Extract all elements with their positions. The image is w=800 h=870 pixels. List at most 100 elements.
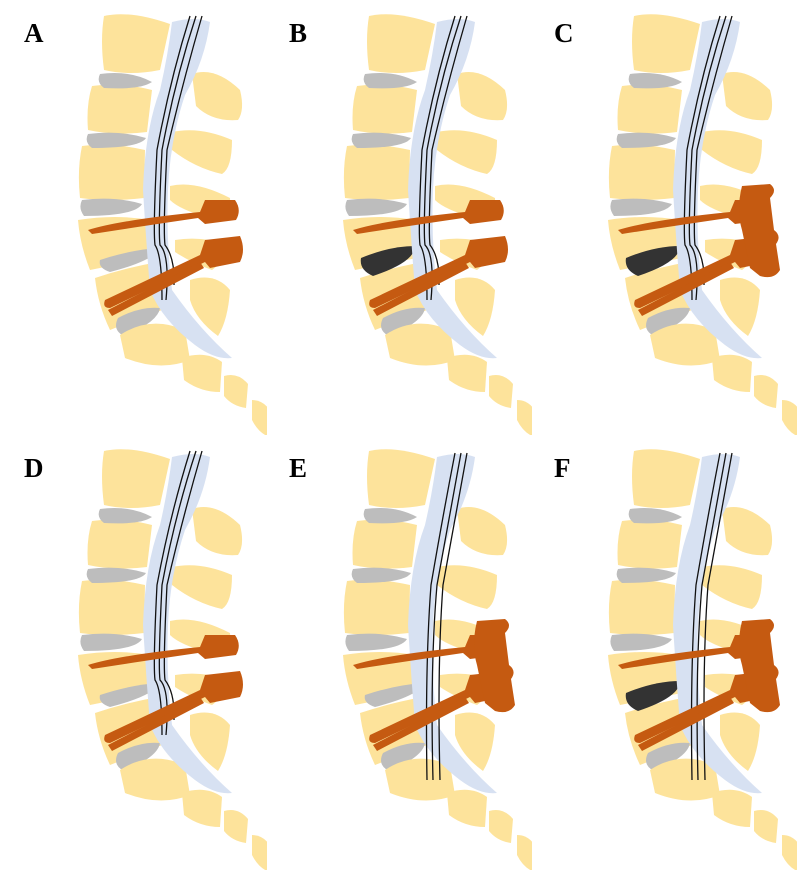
vertebral-body <box>78 144 145 200</box>
rod-connector <box>739 619 780 713</box>
panel-label: E <box>289 453 308 483</box>
sacral-segment <box>754 810 778 843</box>
intervertebral-disc <box>351 132 411 148</box>
vertebral-body <box>632 449 700 508</box>
sacral-segment <box>489 810 513 843</box>
intervertebral-disc <box>345 633 407 651</box>
sacral-segment <box>712 354 752 392</box>
vertebral-body <box>352 519 417 569</box>
posterior-element <box>457 72 508 121</box>
intervertebral-disc <box>86 567 146 583</box>
sacral-segment <box>782 400 797 435</box>
sacral-segment <box>224 810 248 843</box>
sacral-segment <box>489 375 513 408</box>
posterior-element <box>702 130 762 174</box>
pedicle-screw-upper <box>88 635 239 669</box>
intervertebral-disc <box>116 742 160 771</box>
intervertebral-disc <box>363 508 417 524</box>
posterior-element <box>437 130 497 174</box>
spine-illustration <box>343 449 532 870</box>
posterior-element <box>720 712 760 771</box>
intervertebral-disc <box>364 683 423 707</box>
intervertebral-disc <box>99 248 158 272</box>
pedicle-screw-upper <box>353 200 504 234</box>
spine-illustration <box>78 449 267 870</box>
vertebral-body <box>367 449 435 508</box>
nerve-root <box>428 15 468 286</box>
posterior-element <box>190 277 230 336</box>
panel-d: D <box>0 435 267 870</box>
spine-illustration <box>608 14 797 435</box>
vertebral-body <box>352 84 417 134</box>
intervertebral-disc <box>628 508 682 524</box>
posterior-element <box>455 712 495 771</box>
posterior-element <box>720 277 760 336</box>
vertebral-body <box>632 14 700 73</box>
spine-illustration <box>78 14 267 435</box>
posterior-element <box>192 72 243 121</box>
pedicle-screw-lower <box>369 671 508 743</box>
intervertebral-disc <box>610 198 672 216</box>
intervertebral-disc <box>628 73 682 89</box>
sacral-segment <box>782 835 797 870</box>
sacral-segment <box>182 354 222 392</box>
intervertebral-disc <box>86 132 146 148</box>
sacral-segment <box>447 354 487 392</box>
pedicle-screw-upper <box>618 200 769 234</box>
nerve-root <box>153 450 191 736</box>
vertebral-body <box>608 579 675 635</box>
posterior-element <box>190 712 230 771</box>
intervertebral-disc <box>610 633 672 651</box>
panel-c: C <box>530 0 797 435</box>
vertebral-body <box>617 84 682 134</box>
intervertebral-disc <box>381 307 425 336</box>
pedicle-screw-upper <box>88 200 239 234</box>
vertebral-body <box>78 579 145 635</box>
intervertebral-disc <box>381 742 425 771</box>
vertebral-body <box>608 144 675 200</box>
degenerated-disc <box>360 246 415 276</box>
intervertebral-disc <box>646 307 690 336</box>
pedicle-screw-lower <box>104 236 243 308</box>
sacral-segment <box>385 758 455 801</box>
intervertebral-disc <box>98 508 152 524</box>
panel-label: D <box>24 453 44 483</box>
sacral-segment <box>252 400 267 435</box>
posterior-element <box>172 565 232 609</box>
pedicle-screw-lower-tip <box>108 262 204 316</box>
posterior-element <box>455 277 495 336</box>
sacral-segment <box>650 758 720 801</box>
panel-e: E <box>265 435 532 870</box>
pedicle-screw-lower-tip <box>373 262 469 316</box>
panel-label: C <box>554 18 574 48</box>
rod-connector <box>739 184 780 278</box>
sacral-segment <box>754 375 778 408</box>
spine-illustration <box>343 14 532 435</box>
intervertebral-disc <box>80 198 142 216</box>
sacral-segment <box>712 789 752 827</box>
panel-label: F <box>554 453 571 483</box>
pedicle-screw-lower-tip <box>638 697 734 751</box>
intervertebral-disc <box>616 132 676 148</box>
posterior-element <box>437 565 497 609</box>
pedicle-screw-lower-tip <box>108 697 204 751</box>
nerve-root <box>163 450 203 721</box>
panel-label: A <box>24 18 44 48</box>
intervertebral-disc <box>363 73 417 89</box>
posterior-element <box>722 507 773 556</box>
posterior-element <box>457 507 508 556</box>
sacral-segment <box>224 375 248 408</box>
nerve-root <box>688 15 727 301</box>
panel-f: F <box>530 435 797 870</box>
vertebral-body <box>102 449 170 508</box>
degenerated-disc <box>625 681 680 711</box>
intervertebral-disc <box>345 198 407 216</box>
vertebral-body <box>87 84 152 134</box>
sacral-segment <box>447 789 487 827</box>
intervertebral-disc <box>616 567 676 583</box>
vertebral-body <box>102 14 170 73</box>
sacral-segment <box>517 400 532 435</box>
posterior-element <box>702 565 762 609</box>
rod-connector <box>474 619 515 713</box>
